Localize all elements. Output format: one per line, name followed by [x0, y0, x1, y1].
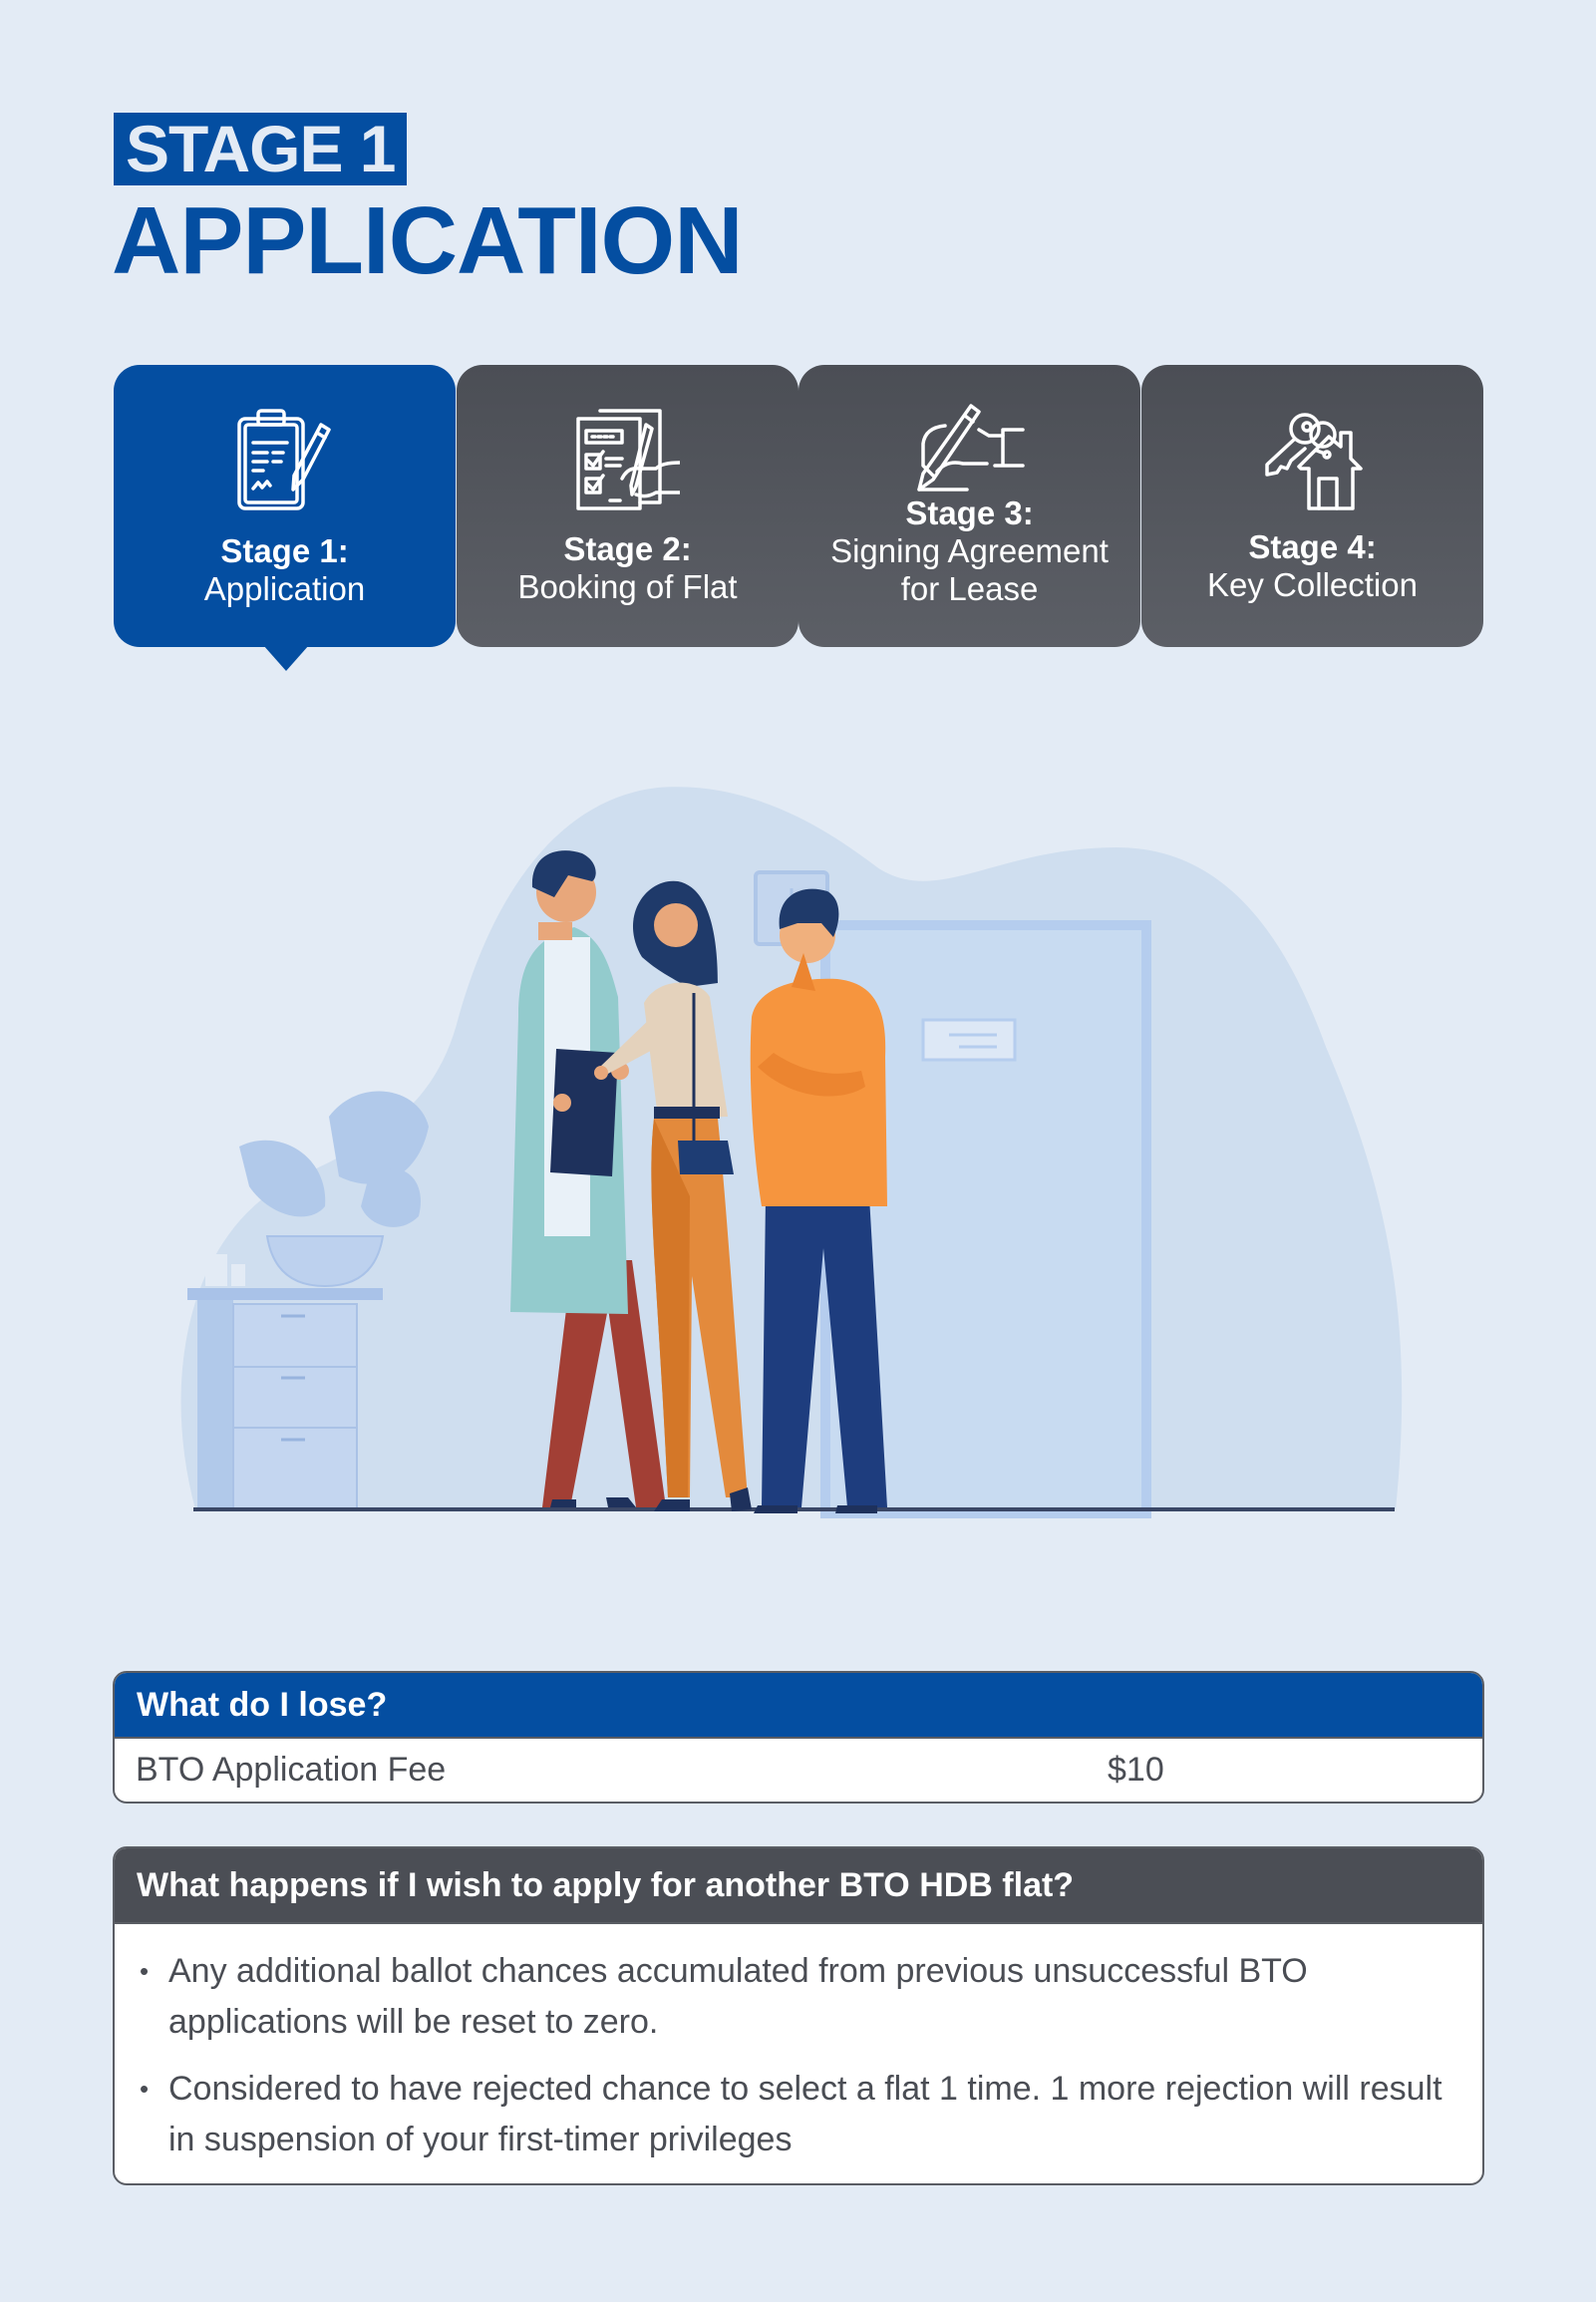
stage-tag: STAGE 1	[114, 113, 407, 185]
stage-number: Stage 3:	[905, 494, 1034, 531]
fee-amount: $10	[1108, 1751, 1164, 1789]
checklist-hand-pen-icon	[575, 409, 680, 510]
table-header: What happens if I wish to apply for anot…	[115, 1848, 1482, 1924]
stage-label: Stage 4: Key Collection	[1141, 528, 1483, 604]
stage-label: Stage 1: Application	[114, 532, 456, 608]
fee-item: BTO Application Fee	[136, 1751, 447, 1789]
stage-label: Stage 2: Booking of Flat	[457, 530, 798, 606]
person-woman	[594, 880, 752, 1511]
stage-name: Booking of Flat	[517, 568, 738, 605]
house-keys-icon	[1264, 413, 1363, 510]
stage-name-line2: for Lease	[900, 570, 1039, 607]
table-body: • Any additional ballot chances accumula…	[115, 1924, 1482, 2165]
list-item: • Any additional ballot chances accumula…	[137, 1946, 1442, 2048]
person-doctor	[510, 850, 666, 1507]
stage-tab-signing-agreement[interactable]: Stage 3: Signing Agreement for Lease	[798, 365, 1140, 647]
table-row: BTO Application Fee $10	[115, 1739, 1482, 1802]
list-item: • Considered to have rejected chance to …	[137, 2064, 1442, 2165]
reapply-consequences-table: What happens if I wish to apply for anot…	[113, 1846, 1484, 2185]
stage-number: Stage 1:	[220, 532, 349, 569]
person-man-orange	[750, 888, 887, 1513]
stage-tab-key-collection[interactable]: Stage 4: Key Collection	[1141, 365, 1483, 647]
list-item-text: Considered to have rejected chance to se…	[168, 2070, 1442, 2158]
hand-signing-icon	[916, 404, 1025, 492]
table-header: What do I lose?	[115, 1673, 1482, 1739]
stage-name: Application	[203, 570, 366, 607]
stage-tab-application[interactable]: Stage 1: Application	[114, 365, 456, 671]
page-title: APPLICATION	[112, 187, 744, 294]
stage-number: Stage 4:	[1248, 528, 1377, 565]
active-stage-pointer	[263, 645, 309, 671]
stage-number: Stage 2:	[563, 530, 692, 567]
what-do-i-lose-table: What do I lose? BTO Application Fee $10	[113, 1671, 1484, 1804]
bullet-icon: •	[140, 1956, 150, 1986]
cabinet	[187, 1288, 383, 1511]
stage-name: Key Collection	[1207, 566, 1418, 603]
list-item-text: Any additional ballot chances accumulate…	[168, 1952, 1308, 2041]
stage-label: Stage 3: Signing Agreement for Lease	[798, 494, 1140, 608]
clipboard-pen-icon	[236, 409, 331, 510]
stage-tab-booking-of-flat[interactable]: Stage 2: Booking of Flat	[457, 365, 798, 647]
plant	[239, 1091, 429, 1227]
stage-name-line1: Signing Agreement	[830, 532, 1109, 569]
people-consultation-illustration	[180, 787, 1403, 1518]
bullet-icon: •	[140, 2074, 150, 2104]
